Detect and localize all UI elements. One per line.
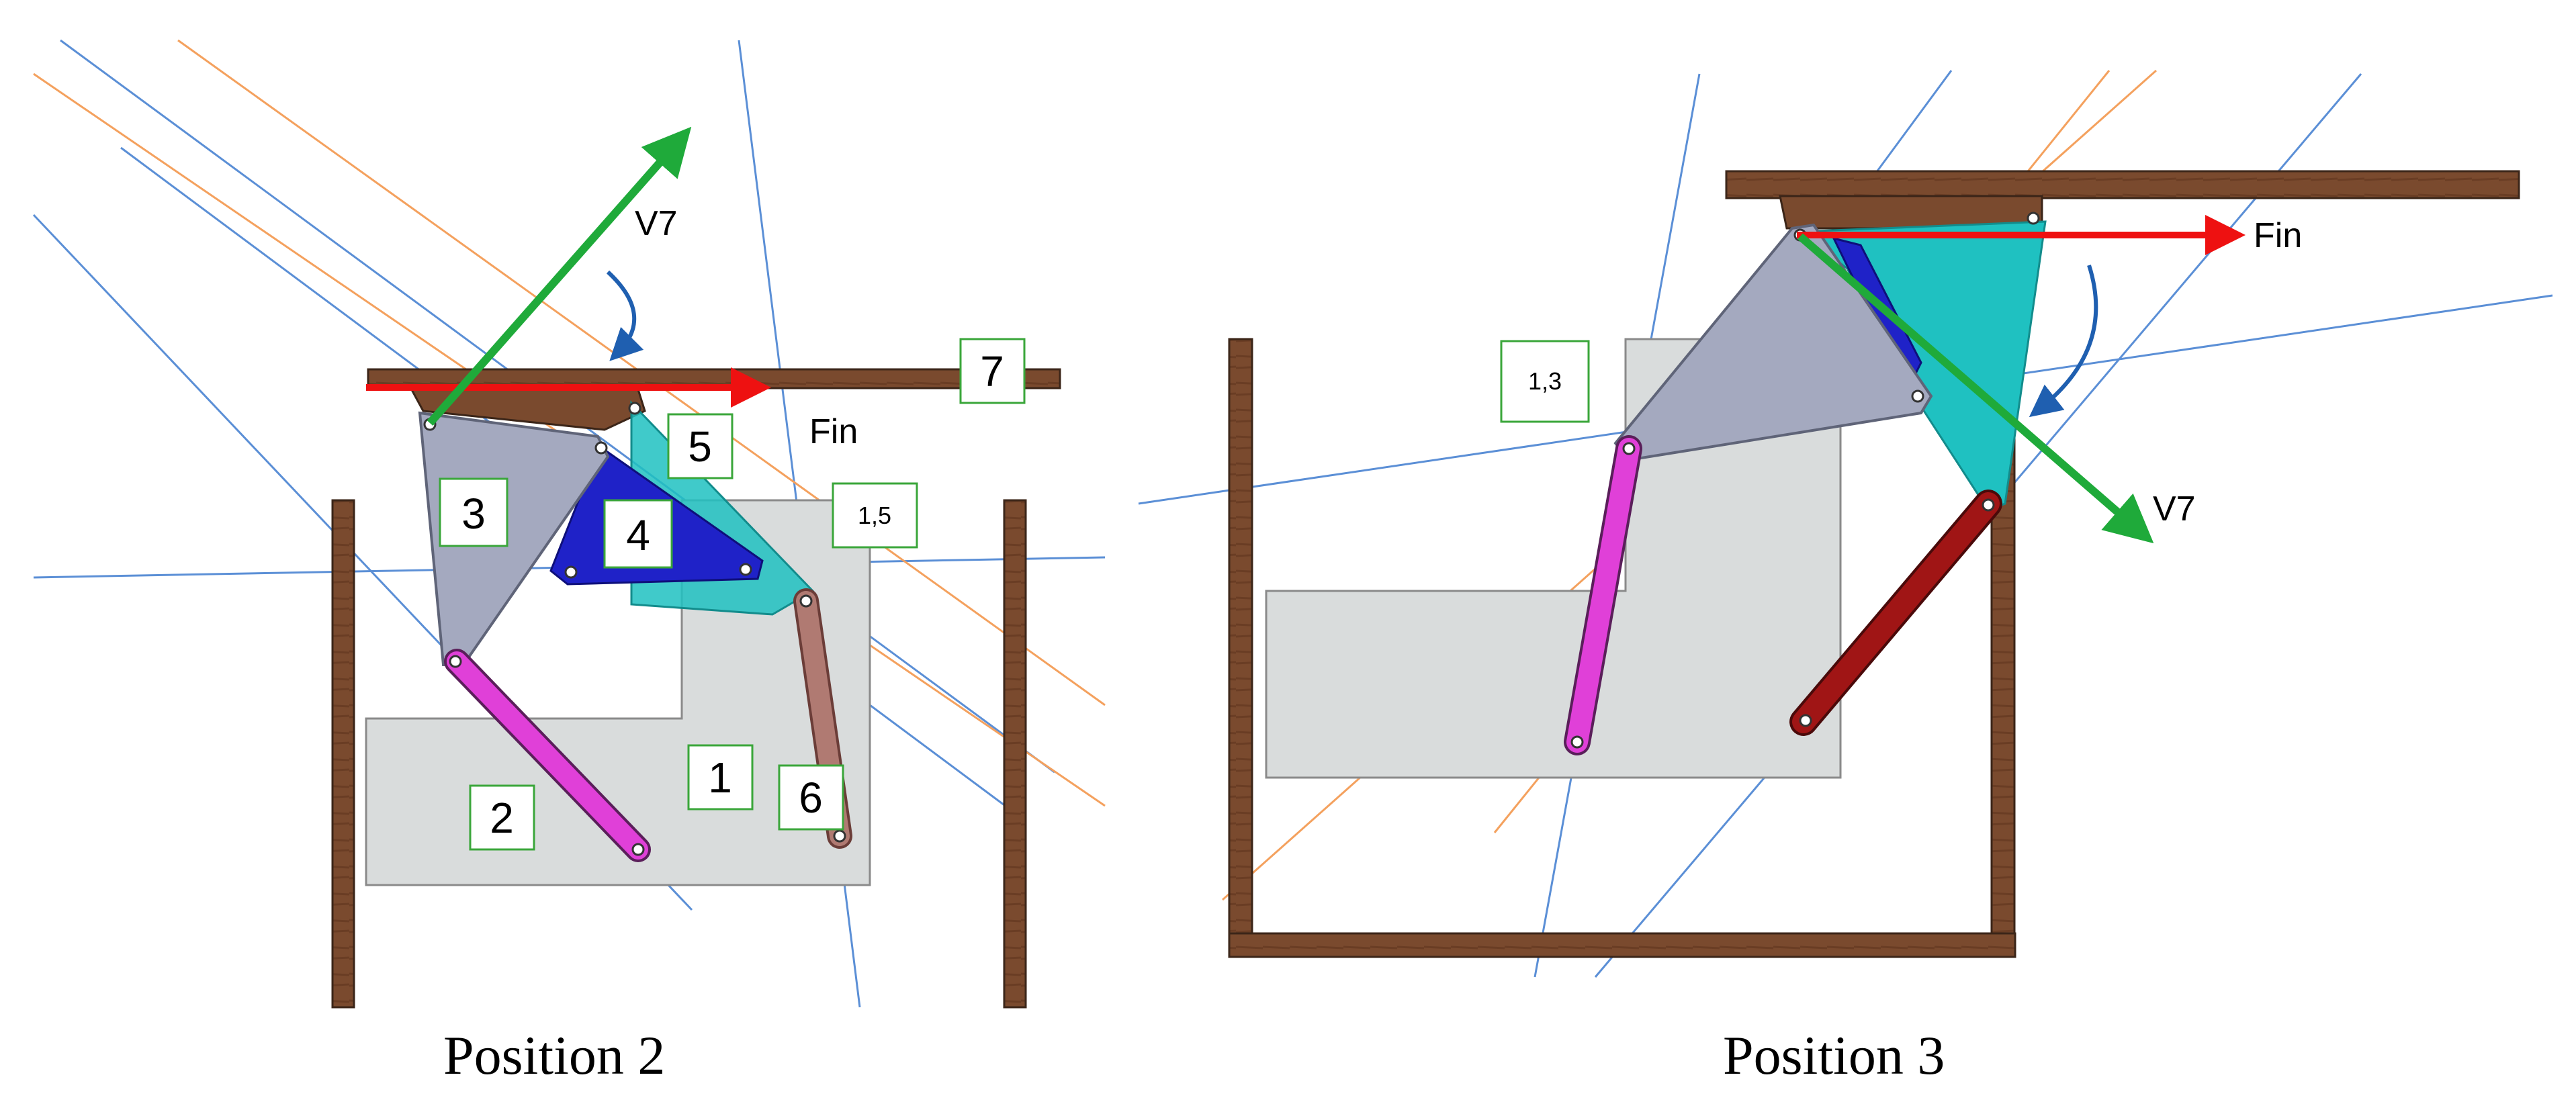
- svg-text:7: 7: [980, 347, 1004, 396]
- velocity-label-right: V7: [2153, 490, 2196, 528]
- velocity-arrow-v7: [427, 126, 692, 426]
- force-label-right: Fin: [2254, 216, 2302, 255]
- svg-text:1,3: 1,3: [1528, 367, 1562, 395]
- label-box-link-6: 6: [778, 764, 844, 831]
- force-label: Fin: [809, 412, 858, 451]
- svg-text:1: 1: [708, 753, 732, 802]
- right-wall: [1003, 499, 1027, 1009]
- label-box-link-5: 5: [667, 413, 734, 479]
- label-box-link-4: 4: [603, 499, 673, 569]
- link-3: [418, 411, 610, 666]
- right-box-floor: [1228, 932, 2016, 958]
- svg-text:6: 6: [799, 774, 823, 822]
- label-box-ic-1-5: 1,5: [832, 482, 918, 549]
- caption-position-3: Position 3: [1723, 1025, 1945, 1086]
- top-plate-right: [1725, 170, 2520, 199]
- joints-position-2: [423, 402, 846, 856]
- velocity-arrow-v7-right: [1797, 233, 2154, 544]
- svg-text:5: 5: [688, 422, 712, 471]
- label-box-ic-1-3: 1,3: [1500, 340, 1590, 423]
- label-box-link-2: 2: [469, 784, 535, 851]
- svg-text:2: 2: [490, 794, 514, 842]
- joints-position-3: [1570, 212, 2040, 749]
- label-box-link-1: 1: [687, 744, 754, 811]
- caption-position-2: Position 2: [443, 1025, 666, 1086]
- curved-angle-arrow: [606, 270, 644, 361]
- right-box-left-wall: [1228, 338, 1253, 958]
- svg-text:3: 3: [461, 490, 486, 538]
- left-wall: [331, 499, 355, 1009]
- label-box-link-7: 7: [959, 338, 1026, 404]
- svg-text:1,5: 1,5: [858, 502, 891, 529]
- position-2-diagram: V7 Fin 3 4 5 7 1,5 1 6: [32, 39, 1106, 1009]
- position-3-diagram: Fin V7 1,3: [1138, 69, 2553, 978]
- curved-angle-arrow-right: [2029, 265, 2098, 418]
- velocity-label: V7: [635, 204, 678, 243]
- label-box-link-3: 3: [439, 477, 508, 547]
- svg-text:4: 4: [626, 511, 650, 559]
